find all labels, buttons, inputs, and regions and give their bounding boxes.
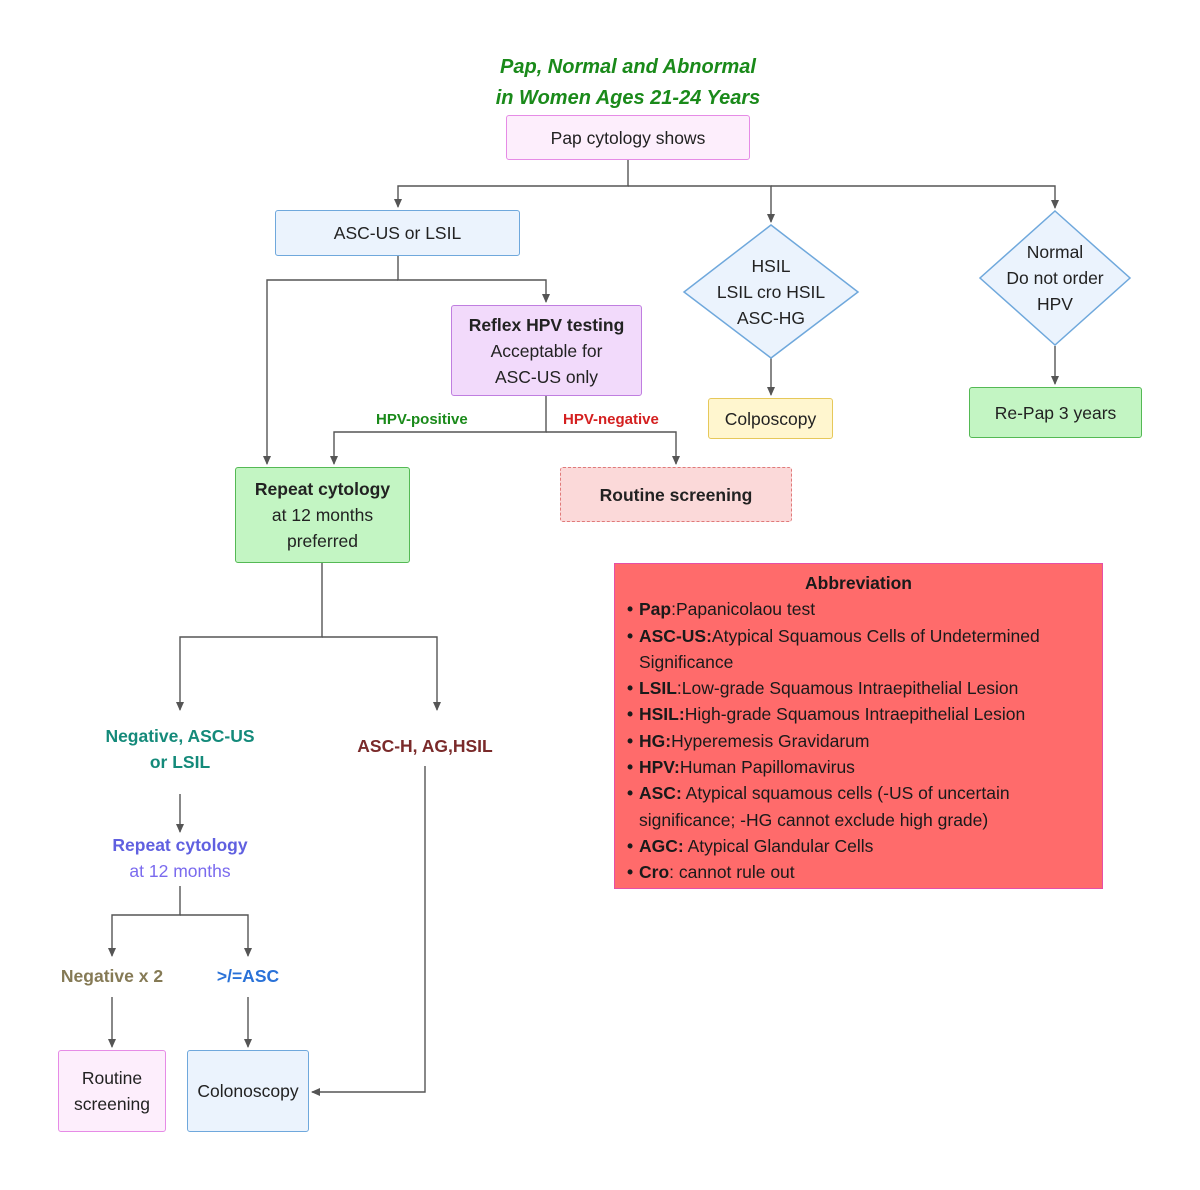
edge-ascus-to-reflex — [397, 256, 550, 303]
asch-ag-hsil-node: ASC-H, AG,HSIL — [345, 733, 505, 759]
abbreviation-panel: Abbreviation Pap:Papanicolaou test ASC-U… — [614, 563, 1103, 889]
normal-line-2: Do not order — [1006, 268, 1104, 288]
abbreviation-item: Pap:Papanicolaou test — [627, 596, 1090, 623]
abbreviation-item: Cro: cannot rule out — [627, 859, 1090, 886]
pap-cytology-node: Pap cytology shows — [506, 115, 750, 160]
repeat-cytology-2-title: Repeat cytology — [112, 835, 248, 855]
repap-label: Re-Pap 3 years — [994, 402, 1117, 423]
gte-asc-label: >/=ASC — [216, 966, 280, 986]
edge-pap-to-normal — [771, 185, 1059, 209]
abbreviation-list: Pap:Papanicolaou test ASC-US:Atypical Sq… — [627, 596, 1090, 886]
abbreviation-item: HPV:Human Papillomavirus — [627, 754, 1090, 781]
normal-decision-node: Normal Do not order HPV — [985, 238, 1125, 318]
ascus-lsil-node: ASC-US or LSIL — [275, 210, 520, 256]
asch-ag-hsil-label: ASC-H, AG,HSIL — [357, 736, 493, 756]
routine-screening-node: Routine screening — [58, 1050, 166, 1132]
title-line-1: Pap, Normal and Abnormal — [500, 56, 756, 78]
normal-line-1: Normal — [1026, 242, 1084, 262]
edge-pap-to-ascus — [394, 160, 629, 208]
negative-ascus-line-1: Negative, ASC-US — [105, 726, 255, 746]
edge-pap-to-hsil — [628, 185, 775, 223]
normal-line-3: HPV — [1037, 294, 1073, 314]
normal-diamond-shape — [978, 209, 1132, 347]
colonoscopy-node: Colonoscopy — [187, 1050, 309, 1132]
abbreviation-item: HSIL:High-grade Squamous Intraepithelial… — [627, 701, 1090, 728]
routine-screening-dashed-node: Routine screening — [560, 467, 792, 522]
ascus-lsil-label: ASC-US or LSIL — [333, 223, 462, 243]
routine-screening-dashed-label: Routine screening — [599, 484, 753, 505]
edge-reflex-hpv-positive — [330, 396, 547, 465]
negative-x2-node: Negative x 2 — [52, 963, 172, 989]
hsil-diamond-shape — [682, 224, 860, 359]
negative-ascus-node: Negative, ASC-US or LSIL — [90, 723, 270, 775]
repeat-cytology-2-node: Repeat cytology at 12 months — [95, 832, 265, 884]
colposcopy-node: Colposcopy — [708, 398, 833, 439]
colonoscopy-label: Colonoscopy — [197, 1081, 299, 1101]
reflex-hpv-line-3: ASC-US only — [494, 366, 599, 387]
hsil-decision-node: HSIL LSIL cro HSIL ASC-HG — [694, 252, 848, 332]
repeat-cytology-node: Repeat cytology at 12 months preferred — [235, 467, 410, 563]
edge-ascus-to-repeat — [263, 279, 398, 465]
hpv-positive-label: HPV-positive — [376, 411, 468, 428]
hpv-negative-label: HPV-negative — [563, 411, 659, 428]
negative-x2-label: Negative x 2 — [60, 966, 164, 986]
routine-screening-line-1: Routine — [81, 1068, 143, 1088]
reflex-hpv-line-2: Acceptable for — [490, 340, 603, 361]
repeat-cytology-line-2: at 12 months — [271, 505, 374, 525]
colposcopy-label: Colposcopy — [724, 408, 817, 429]
edge-repeat-to-neg — [176, 563, 323, 711]
pap-cytology-label: Pap cytology shows — [550, 127, 706, 148]
title-line-2: in Women Ages 21-24 Years — [495, 87, 761, 109]
abbreviation-item: AGC: Atypical Glandular Cells — [627, 833, 1090, 860]
repap-node: Re-Pap 3 years — [969, 387, 1142, 438]
abbreviation-item: LSIL:Low-grade Squamous Intraepithelial … — [627, 675, 1090, 702]
edge-repeat2-to-neg2 — [108, 886, 181, 957]
repeat-cytology-2-line-2: at 12 months — [129, 861, 231, 881]
diagram-title: Pap, Normal and Abnormal in Women Ages 2… — [428, 52, 828, 114]
routine-screening-line-2: screening — [74, 1094, 150, 1114]
abbreviation-item: ASC-US:Atypical Squamous Cells of Undete… — [627, 623, 1090, 676]
edge-repeat-to-asch — [322, 636, 441, 711]
reflex-hpv-node: Reflex HPV testing Acceptable for ASC-US… — [451, 305, 642, 396]
edge-asch-to-colonoscopy — [311, 766, 426, 1096]
gte-asc-node: >/=ASC — [203, 963, 293, 989]
edge-reflex-hpv-negative — [546, 431, 680, 465]
abbreviation-item: HG:Hyperemesis Gravidarum — [627, 728, 1090, 755]
hsil-line-3: ASC-HG — [736, 308, 806, 328]
repeat-cytology-line-3: preferred — [286, 531, 358, 551]
reflex-hpv-title: Reflex HPV testing — [468, 314, 625, 335]
abbreviation-item: ASC: Atypical squamous cells (-US of unc… — [627, 780, 1090, 833]
hsil-line-2: LSIL cro HSIL — [716, 282, 826, 302]
hsil-line-1: HSIL — [751, 256, 791, 276]
negative-ascus-line-2: or LSIL — [149, 752, 211, 772]
repeat-cytology-title: Repeat cytology — [254, 479, 391, 499]
abbreviation-heading: Abbreviation — [805, 573, 912, 593]
edge-repeat2-to-gteasc — [180, 914, 252, 957]
